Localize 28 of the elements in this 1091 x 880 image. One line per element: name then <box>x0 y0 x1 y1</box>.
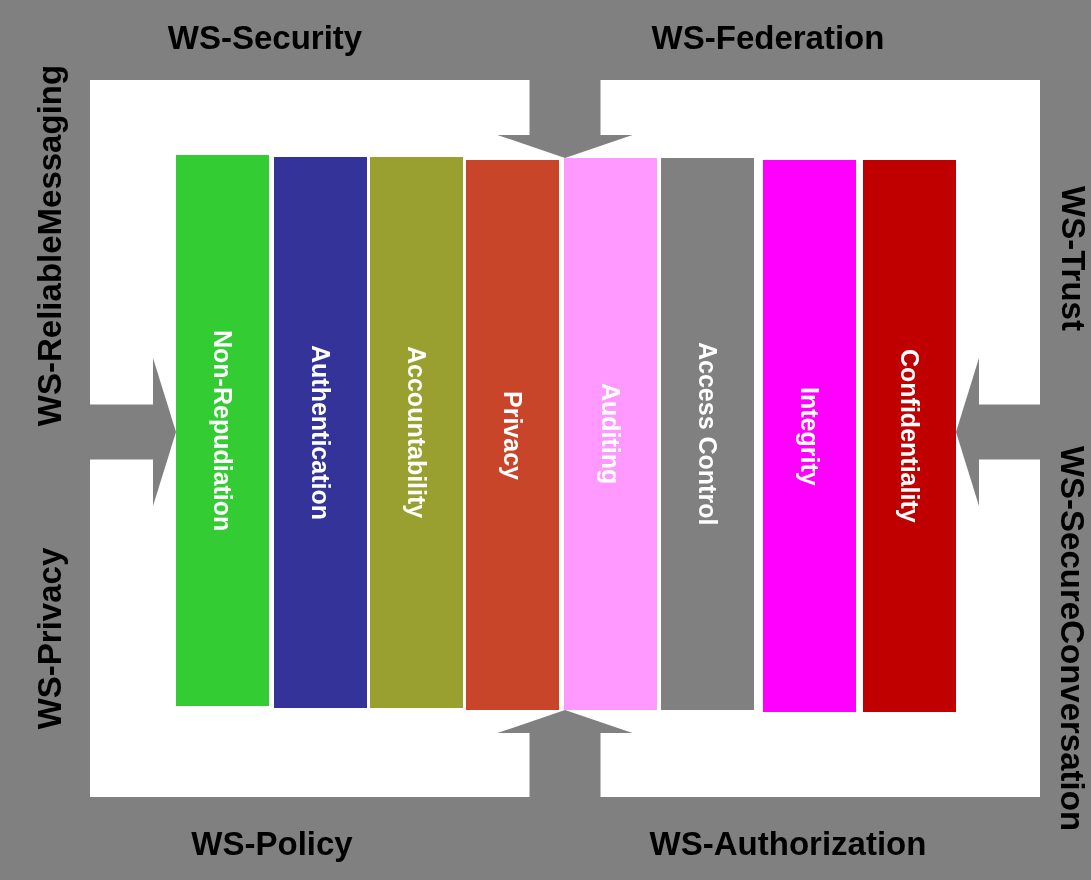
category-bar <box>176 155 269 706</box>
frame-label: WS-Federation <box>651 20 885 54</box>
frame-label: WS-ReliableMessaging <box>33 64 67 426</box>
category-bar <box>661 158 754 710</box>
frame-label: WS-SecureConversation <box>1056 445 1090 831</box>
frame-label: WS-Policy <box>191 826 353 860</box>
category-bar <box>863 160 956 712</box>
category-bar <box>763 160 856 712</box>
arrow <box>497 80 633 158</box>
arrow <box>90 358 176 506</box>
frame-label: WS-Trust <box>1056 185 1090 331</box>
arrow <box>956 358 1040 506</box>
category-bar <box>564 158 657 710</box>
category-bar <box>370 157 463 708</box>
bar-label: Non-Repudiation <box>210 329 235 532</box>
category-bar <box>466 160 559 710</box>
bar-label: Authentication <box>308 345 333 520</box>
bar-label: Privacy <box>500 390 525 480</box>
bar-label: Access Control <box>695 342 720 526</box>
arrow <box>497 710 633 797</box>
bar-label: Integrity <box>797 386 822 486</box>
bar-label: Accountability <box>404 346 429 519</box>
bar-label: Auditing <box>598 383 623 485</box>
frame-label: WS-Privacy <box>33 547 67 729</box>
frame-label: WS-Authorization <box>649 826 927 860</box>
bar-label: Confidentiality <box>897 349 922 523</box>
frame-label: WS-Security <box>167 20 363 54</box>
category-bar <box>274 157 367 708</box>
